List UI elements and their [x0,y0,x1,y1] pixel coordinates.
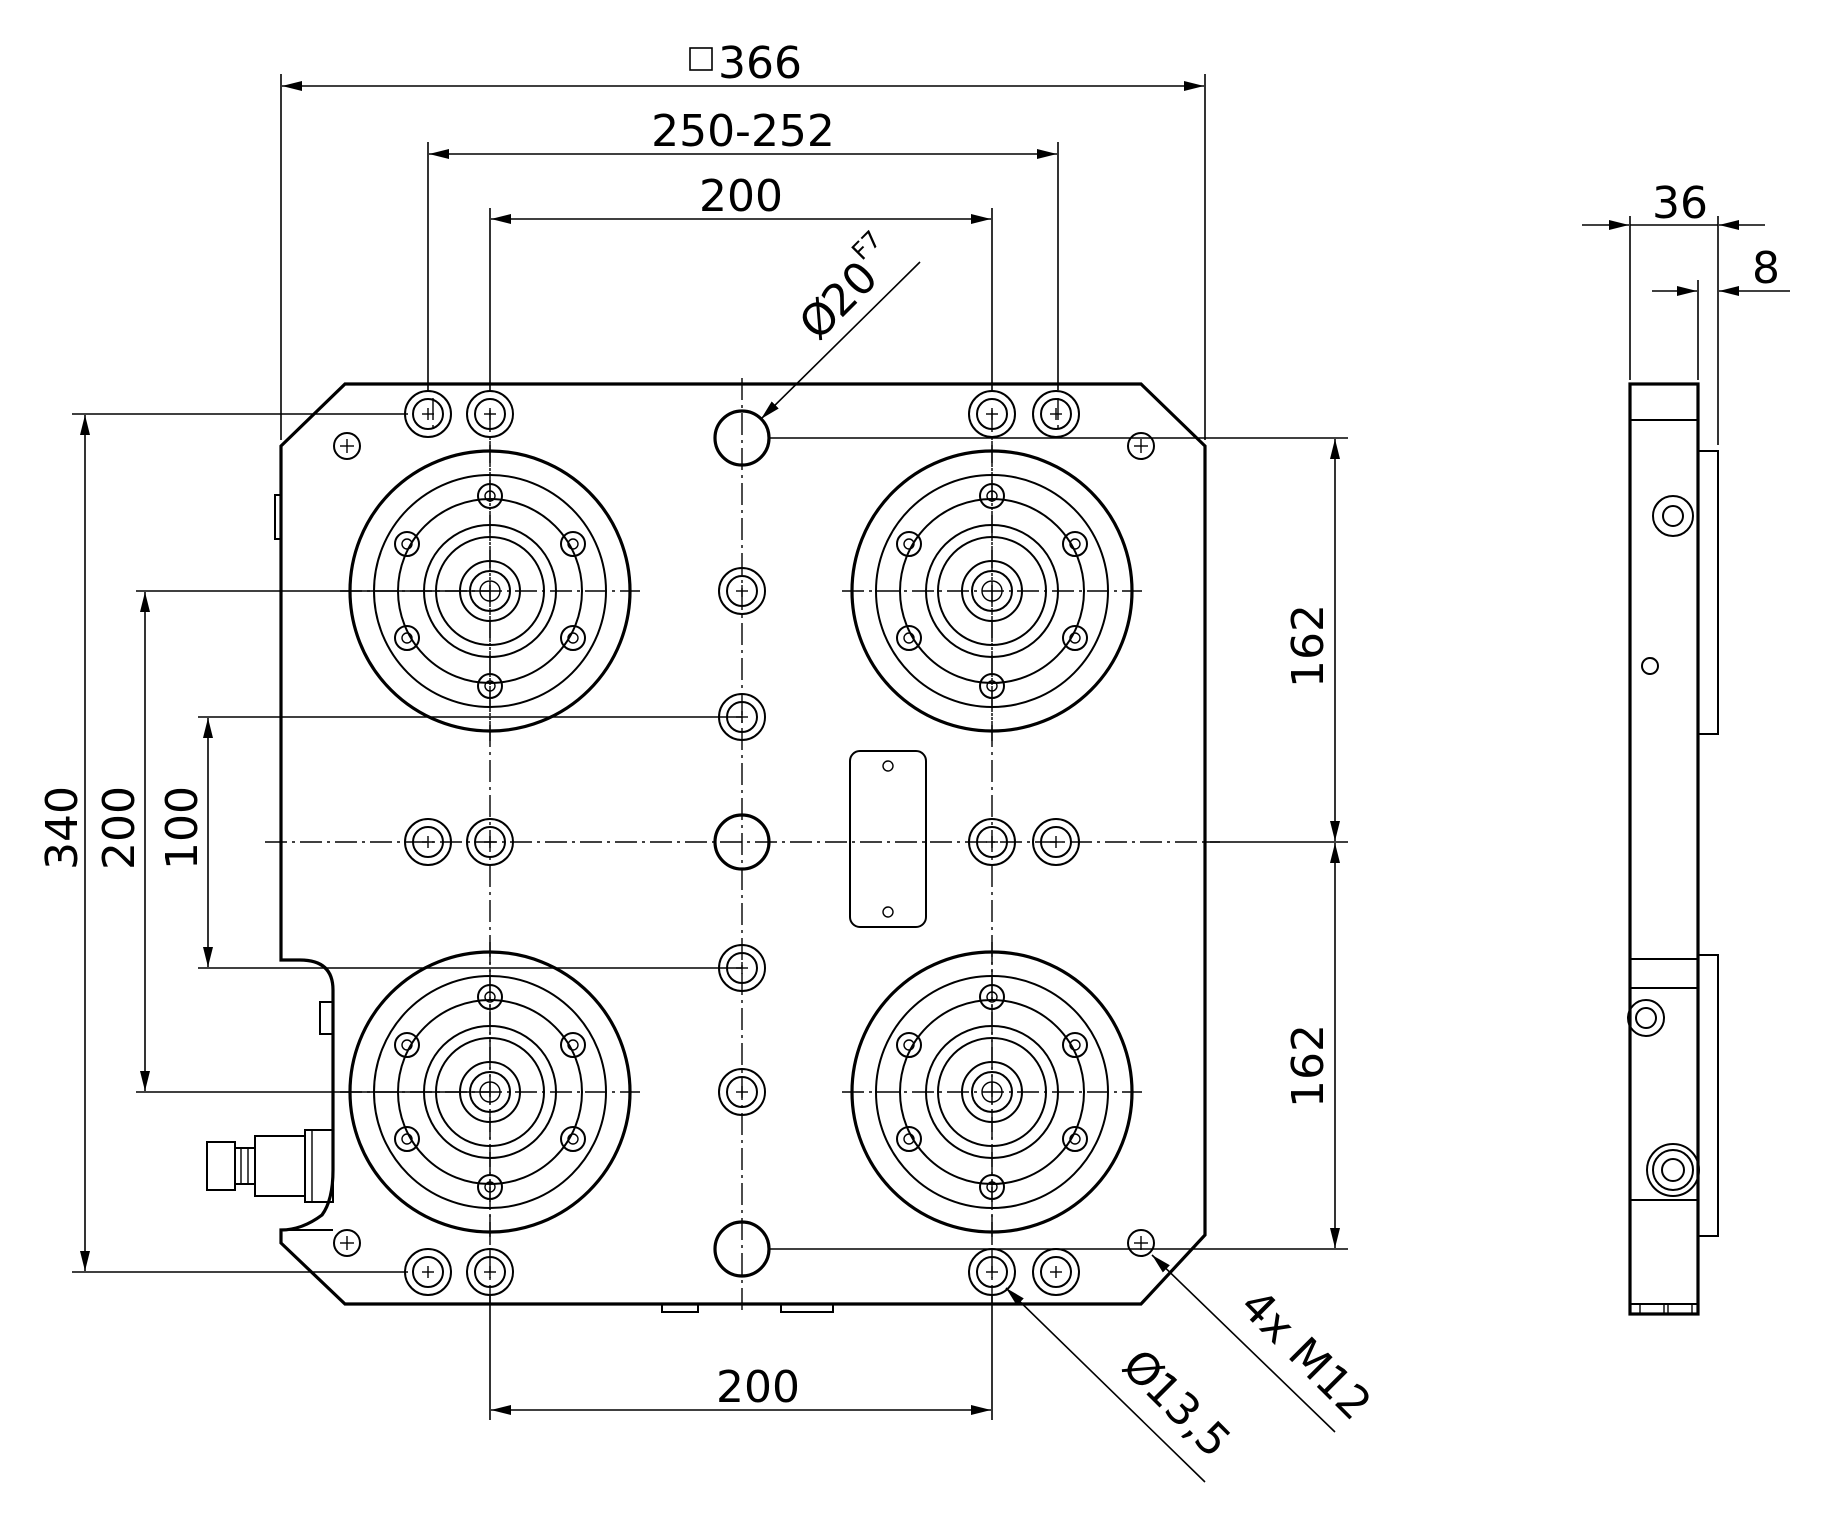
dim-200-bottom: 200 [716,1362,800,1413]
dim-100: 100 [157,786,208,870]
pneumatic-fitting [206,1129,334,1203]
plate-outline [279,382,1207,1306]
locating-bore-center [713,813,771,871]
square-symbol [689,47,713,71]
locating-bore-top [713,409,771,467]
dim-340: 340 [37,786,88,870]
dim-4x-m12: 4x M12 [1230,1280,1381,1431]
label-plate [849,750,927,928]
locating-bore-bottom [713,1220,771,1278]
front-view [206,378,1220,1313]
dim-200-vertical: 200 [94,786,145,870]
side-dimensions: 36 8 [1582,178,1790,445]
front-dimensions: 366 250-252 200 Ø 20 F7 340 200 100 [37,38,1381,1483]
dim-36: 36 [1652,178,1708,229]
chuck-bottom-right [840,940,1144,1244]
dim-250-252: 250-252 [651,106,835,157]
dim-200-top: 200 [699,171,783,222]
dim-162-upper: 162 [1283,604,1334,688]
chuck-top-right [840,439,1144,743]
dim-366: 366 [718,38,802,89]
dim-8: 8 [1752,243,1780,294]
side-view [1627,382,1719,1316]
dim-162-lower: 162 [1283,1024,1334,1108]
